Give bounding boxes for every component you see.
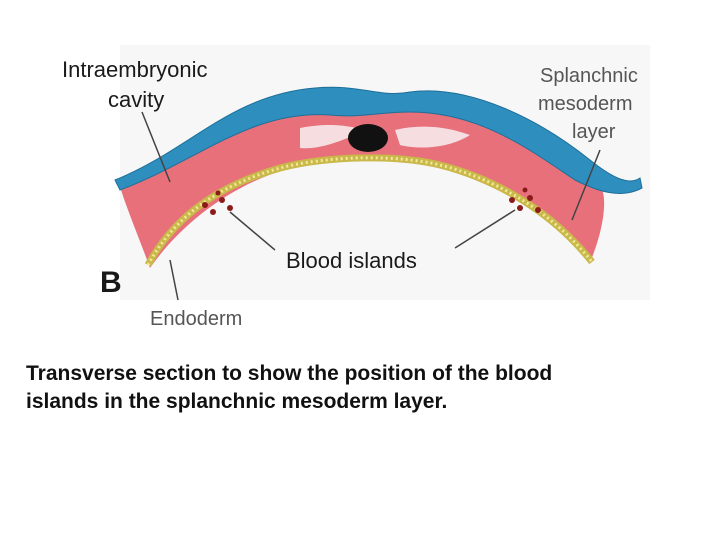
leader-blood-islands-right: [454, 209, 516, 249]
label-endoderm: Endoderm: [150, 308, 242, 330]
label-intraembryonic-line2: cavity: [108, 87, 164, 112]
label-blood-islands: Blood islands: [286, 248, 417, 273]
label-splanchnic-line1: Splanchnic: [540, 65, 638, 87]
transverse-section-diagram: Intraembryonic cavity Splanchnic mesoder…: [62, 57, 643, 330]
leader-lines: [141, 111, 601, 301]
caption-line1: Transverse section to show the position …: [26, 362, 553, 385]
label-intraembryonic-line1: Intraembryonic: [62, 57, 208, 82]
label-splanchnic-line3: layer: [572, 121, 616, 143]
figure-caption: Transverse section to show the position …: [26, 360, 706, 416]
leader-endoderm: [169, 259, 179, 301]
intraembryonic-cavity: [300, 124, 470, 149]
notochord: [348, 124, 388, 152]
label-panel-letter: B: [100, 266, 122, 299]
caption-line2: islands in the splanchnic mesoderm layer…: [26, 390, 448, 413]
endoderm-layer: [144, 154, 595, 267]
blood-islands-right: [509, 187, 541, 213]
ectoderm-layer: [114, 86, 643, 194]
leader-intraembryonic: [141, 111, 171, 183]
mesoderm-layer: [118, 103, 605, 268]
leader-blood-islands-left: [229, 211, 276, 251]
label-splanchnic-line2: mesoderm: [538, 93, 632, 115]
blood-islands-left: [202, 190, 233, 215]
leader-splanchnic: [571, 149, 601, 221]
